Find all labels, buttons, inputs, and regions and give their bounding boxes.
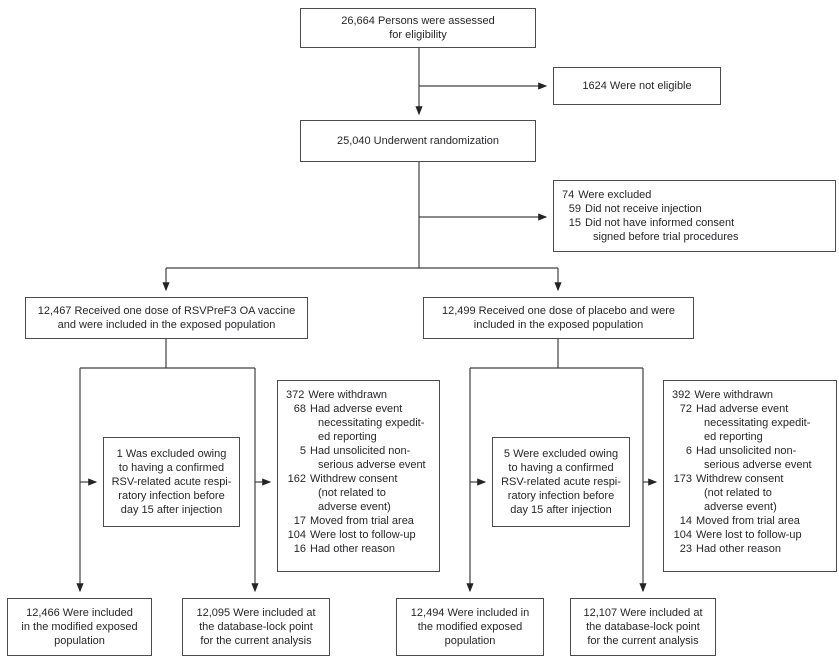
item-count: 59 bbox=[568, 203, 581, 215]
item-count: 23 bbox=[679, 543, 692, 555]
vaccine-withdrawn-count: 372 bbox=[286, 389, 305, 401]
placebo-withdrawn-label: Were withdrawn bbox=[694, 389, 774, 401]
item-text: Did not have informed consent signed bef… bbox=[585, 217, 739, 243]
withdrawal-reason-item: 17 Moved from trial area bbox=[286, 514, 436, 528]
vaccine-withdrawn-lead: 372 Were withdrawn bbox=[286, 388, 436, 402]
item-text: Did not receive injection bbox=[585, 203, 702, 215]
withdrawal-reason-item: 23 Had other reason bbox=[672, 542, 833, 556]
item-count: 17 bbox=[293, 515, 306, 527]
item-text: Had adverse event necessitating expedit-… bbox=[696, 403, 811, 443]
item-count: 72 bbox=[679, 403, 692, 415]
box-placebo-arm: 12,499 Received one dose of placebo and … bbox=[423, 297, 694, 339]
withdrawal-reason-item: 162 Withdrew consent (not related to adve… bbox=[286, 472, 436, 514]
item-text: Moved from trial area bbox=[696, 515, 800, 527]
item-count: 16 bbox=[293, 543, 306, 555]
item-count: 14 bbox=[679, 515, 692, 527]
excluded74-lead: 74 Were excluded bbox=[562, 188, 832, 202]
box-randomized: 25,040 Underwent randomization bbox=[300, 120, 536, 162]
box-vaccine-withdrawn: 372 Were withdrawn 68 Had adverse event n… bbox=[277, 380, 440, 572]
item-count: 5 bbox=[299, 445, 306, 457]
box-vaccine-excluded-rsv: 1 Was excluded owing to having a confirm… bbox=[103, 437, 240, 527]
item-text: Withdrew consent (not related to adverse… bbox=[310, 473, 398, 513]
box-assessed-eligibility: 26,664 Persons were assessed for eligibi… bbox=[300, 8, 536, 48]
vaccine-withdrawn-sub-list: 68 Had adverse event necessitating expedi… bbox=[286, 402, 436, 556]
item-count: 15 bbox=[568, 217, 581, 229]
item-text: Moved from trial area bbox=[310, 515, 414, 527]
box-placebo-modified-exposed: 12,494 Were included in the modified exp… bbox=[396, 598, 544, 656]
box-vaccine-modified-exposed: 12,466 Were included in the modified exp… bbox=[7, 598, 152, 656]
item-text: Had other reason bbox=[696, 543, 781, 555]
withdrawal-reason-item: 68 Had adverse event necessitating expedi… bbox=[286, 402, 436, 444]
placebo-withdrawn-sub-list: 72 Had adverse event necessitating expedi… bbox=[672, 402, 833, 556]
excluded74-count: 74 bbox=[562, 189, 575, 201]
item-text: Had unsolicited non- serious adverse eve… bbox=[696, 445, 812, 471]
withdrawal-reason-item: 104 Were lost to follow-up bbox=[286, 528, 436, 542]
withdrawal-reason-item: 5 Had unsolicited non- serious adverse ev… bbox=[286, 444, 436, 472]
item-text: Had unsolicited non- serious adverse eve… bbox=[310, 445, 426, 471]
box-placebo-withdrawn: 392 Were withdrawn 72 Had adverse event n… bbox=[663, 380, 837, 572]
withdrawal-reason-item: 14 Moved from trial area bbox=[672, 514, 833, 528]
box-vaccine-arm: 12,467 Received one dose of RSVPreF3 OA … bbox=[25, 297, 308, 339]
item-count: 104 bbox=[287, 529, 306, 541]
placebo-withdrawn-lead: 392 Were withdrawn bbox=[672, 388, 833, 402]
box-excluded-before-injection: 74 Were excluded 59 Did not receive injec… bbox=[553, 180, 836, 252]
item-text: Withdrew consent (not related to adverse… bbox=[696, 473, 784, 513]
withdrawal-reason-item: 104 Were lost to follow-up bbox=[672, 528, 833, 542]
withdrawal-reason-item: 6 Had unsolicited non- serious adverse ev… bbox=[672, 444, 833, 472]
withdrawal-reason-item: 16 Had other reason bbox=[286, 542, 436, 556]
item-count: 68 bbox=[293, 403, 306, 415]
withdrawal-reason-item: 59 Did not receive injection bbox=[566, 202, 832, 216]
item-text: Had adverse event necessitating expedit-… bbox=[310, 403, 425, 443]
withdrawal-reason-item: 72 Had adverse event necessitating expedi… bbox=[672, 402, 833, 444]
placebo-withdrawn-count: 392 bbox=[672, 389, 691, 401]
box-placebo-excluded-rsv: 5 Were excluded owing to having a confir… bbox=[492, 437, 630, 527]
excluded74-sub-list: 59 Did not receive injection 15 Did not hav… bbox=[562, 202, 832, 244]
item-count: 6 bbox=[685, 445, 692, 457]
withdrawal-reason-item: 15 Did not have informed consent signed b… bbox=[566, 216, 832, 244]
item-text: Were lost to follow-up bbox=[696, 529, 802, 541]
box-not-eligible: 1624 Were not eligible bbox=[553, 67, 721, 105]
item-count: 162 bbox=[287, 473, 306, 485]
withdrawal-reason-item: 173 Withdrew consent (not related to adve… bbox=[672, 472, 833, 514]
vaccine-withdrawn-label: Were withdrawn bbox=[308, 389, 388, 401]
box-vaccine-database-lock: 12,095 Were included at the database-loc… bbox=[182, 598, 330, 656]
excluded74-label: Were excluded bbox=[578, 189, 652, 201]
item-count: 104 bbox=[673, 529, 692, 541]
item-text: Were lost to follow-up bbox=[310, 529, 416, 541]
box-placebo-database-lock: 12,107 Were included at the database-loc… bbox=[570, 598, 716, 656]
item-count: 173 bbox=[673, 473, 692, 485]
item-text: Had other reason bbox=[310, 543, 395, 555]
